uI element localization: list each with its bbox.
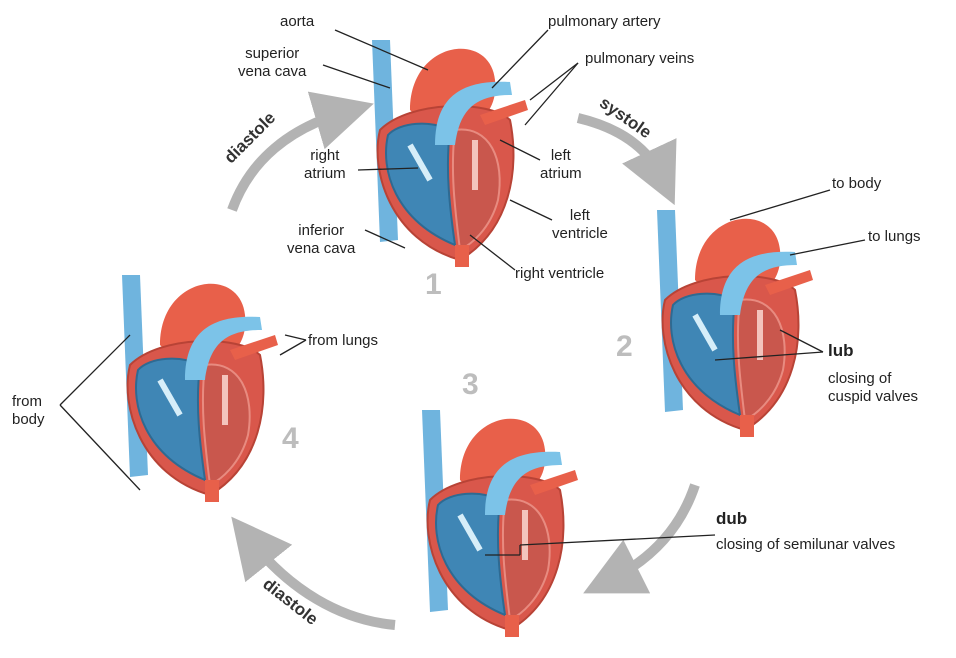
label-lub-description: closing of cuspid valves <box>828 370 918 406</box>
label-from-body: from body <box>12 393 45 429</box>
label-right-atrium: right atrium <box>304 147 346 183</box>
step-number-2: 2 <box>616 330 633 364</box>
step-number-4: 4 <box>282 422 299 456</box>
label-from-lungs: from lungs <box>308 332 378 350</box>
dub-arrow <box>610 485 695 580</box>
label-superior-vena-cava: superior vena cava <box>238 45 306 81</box>
label-dub: dub <box>716 510 747 528</box>
label-pulmonary-artery: pulmonary artery <box>548 13 661 31</box>
label-to-lungs: to lungs <box>868 228 921 246</box>
label-left-ventricle: left ventricle <box>552 207 608 243</box>
heart-stage-2 <box>657 210 813 437</box>
label-lub: lub <box>828 342 854 360</box>
label-aorta: aorta <box>280 13 314 31</box>
label-right-ventricle: right ventricle <box>515 265 604 283</box>
step-number-3: 3 <box>462 368 479 402</box>
heart-stage-3 <box>422 410 578 637</box>
heart-stage-4 <box>122 275 278 502</box>
label-to-body: to body <box>832 175 881 193</box>
label-left-atrium: left atrium <box>540 147 582 183</box>
label-dub-description: closing of semilunar valves <box>716 536 895 554</box>
label-pulmonary-veins: pulmonary veins <box>585 50 694 68</box>
step-number-1: 1 <box>425 268 442 302</box>
label-inferior-vena-cava: inferior vena cava <box>287 222 355 258</box>
